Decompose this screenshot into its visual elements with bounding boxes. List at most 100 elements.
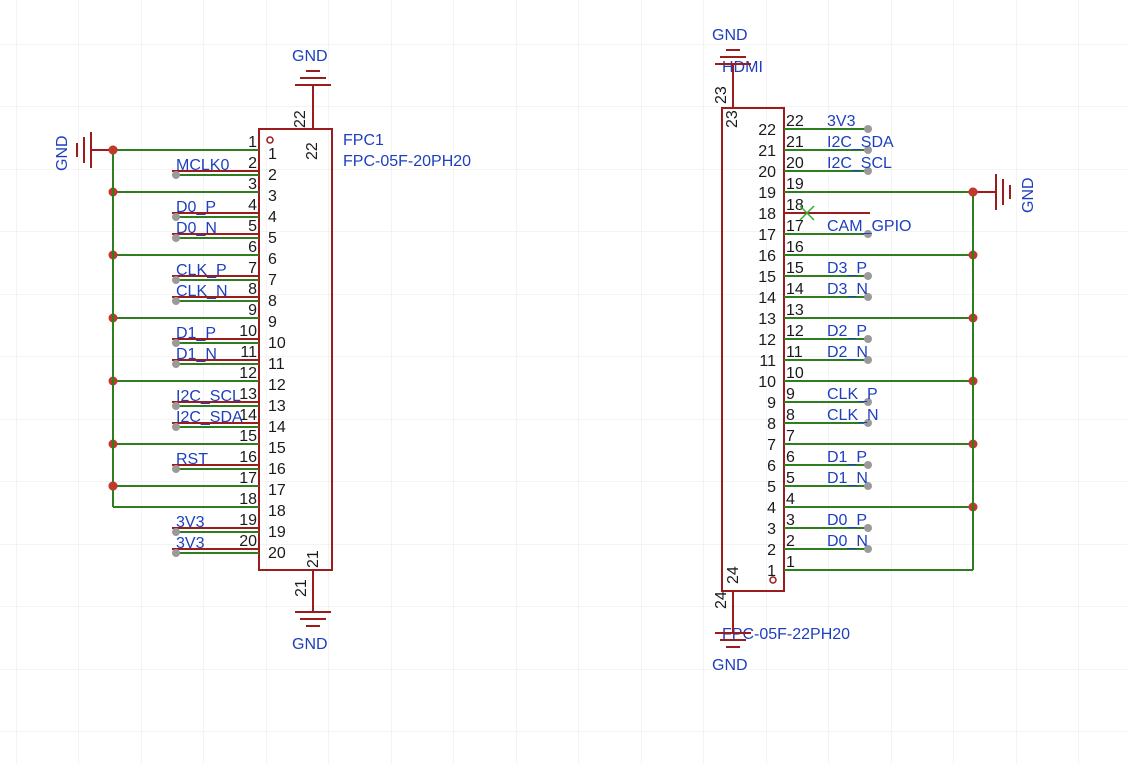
- net-label-stub: [864, 125, 872, 133]
- hdmi-pin-number-outer: 15: [786, 260, 804, 277]
- net-label: I2C_SCL: [827, 155, 892, 172]
- hdmi-pin-number-inner: 21: [758, 143, 776, 160]
- hdmi-pin-number-outer: 17: [786, 218, 804, 235]
- hdmi-top-gnd[interactable]: 23 23 GND: [712, 27, 751, 128]
- net-label-stub: [864, 230, 872, 238]
- hdmi-pin-number-inner: 13: [758, 311, 776, 328]
- net-label-stub: [864, 146, 872, 154]
- hdmi-pin-number-outer: 21: [786, 134, 804, 151]
- fpc1-pin-number-outer: 13: [239, 386, 257, 403]
- hdmi-pin-number-inner: 11: [759, 353, 776, 370]
- fpc1-pin21-inner-number: 21: [305, 550, 322, 568]
- fpc1-pin-number-inner: 7: [268, 272, 277, 289]
- fpc1-designator: FPC1: [343, 132, 384, 149]
- net-label: I2C_SDA: [176, 409, 243, 426]
- net-label-stub: [172, 360, 180, 368]
- hdmi-pin-number-outer: 6: [786, 449, 795, 466]
- hdmi-pin-number-inner: 6: [767, 458, 776, 475]
- fpc1-pin-number-outer: 1: [248, 134, 257, 151]
- hdmi-pin-number-inner: 12: [758, 332, 776, 349]
- fpc1-pin-number-outer: 14: [239, 407, 257, 424]
- net-label: CLK_P: [176, 262, 227, 279]
- gnd-label: GND: [292, 636, 328, 653]
- hdmi-pin-number-inner: 15: [758, 269, 776, 286]
- hdmi-pin24-inner-number: 24: [725, 566, 742, 584]
- hdmi-pin-number-inner: 10: [758, 374, 776, 391]
- net-label: D1_P: [176, 325, 216, 342]
- net-label: D0_N: [827, 533, 868, 550]
- fpc1-pin-number-inner: 20: [268, 545, 286, 562]
- net-label-stub: [172, 213, 180, 221]
- fpc1-pin-number-outer: 10: [239, 323, 257, 340]
- fpc1-pin-number-inner: 6: [268, 251, 277, 268]
- net-label-stub: [172, 528, 180, 536]
- net-label-stub: [864, 545, 872, 553]
- hdmi-pin-number-outer: 5: [786, 470, 795, 487]
- hdmi-pin-number-inner: 1: [767, 563, 776, 580]
- gnd-label: GND: [712, 657, 748, 674]
- hdmi-pin-number-inner: 5: [767, 479, 776, 496]
- hdmi-right-gnd[interactable]: GND: [973, 174, 1037, 213]
- net-label: D3_N: [827, 281, 868, 298]
- fpc1-pin-number-inner: 1: [268, 146, 277, 163]
- junction-dot: [108, 481, 118, 491]
- net-label-stub: [864, 419, 872, 427]
- fpc1-pin-number-inner: 11: [268, 356, 285, 373]
- fpc1-pin-number-inner: 10: [268, 335, 286, 352]
- fpc1-pin-number-inner: 15: [268, 440, 286, 457]
- fpc1-bottom-gnd[interactable]: 21 21 GND: [292, 550, 331, 653]
- junction-dot: [108, 145, 118, 155]
- fpc1-pin-number-inner: 4: [268, 209, 277, 226]
- net-label-stub: [172, 423, 180, 431]
- hdmi-pin-number-inner: 9: [767, 395, 776, 412]
- hdmi-pin-number-outer: 16: [786, 239, 804, 256]
- net-label: CAM_GPIO: [827, 218, 911, 235]
- hdmi-component[interactable]: HDMI FPC-05F-22PH20: [721, 59, 850, 643]
- hdmi-pin-number-outer: 8: [786, 407, 795, 424]
- hdmi-pin-number-outer: 10: [786, 365, 804, 382]
- hdmi-pin-number-outer: 4: [786, 491, 795, 508]
- hdmi-part-number: FPC-05F-22PH20: [722, 626, 850, 643]
- fpc1-pin-number-inner: 14: [268, 419, 286, 436]
- net-label: I2C_SCL: [176, 388, 241, 405]
- hdmi-pin23-outer-number: 23: [713, 86, 730, 104]
- fpc1-pin-number-outer: 5: [248, 218, 257, 235]
- hdmi-pin-number-outer: 14: [786, 281, 804, 298]
- fpc1-component[interactable]: FPC1 FPC-05F-20PH20: [258, 128, 471, 571]
- fpc1-pin-number-outer: 6: [248, 239, 257, 256]
- net-label-stub: [172, 465, 180, 473]
- net-label-stub: [864, 461, 872, 469]
- net-label: D1_P: [827, 449, 867, 466]
- hdmi-pin23-inner-number: 23: [724, 110, 741, 128]
- net-label-stub: [864, 167, 872, 175]
- net-label-stub: [172, 276, 180, 284]
- fpc1-left-gnd[interactable]: GND: [54, 132, 113, 171]
- hdmi-pin-number-outer: 19: [786, 176, 804, 193]
- hdmi-pin-number-outer: 2: [786, 533, 795, 550]
- gnd-label: GND: [54, 135, 71, 171]
- fpc1-pin-number-outer: 3: [248, 176, 257, 193]
- hdmi-bottom-gnd[interactable]: 24 24 GND: [712, 566, 751, 674]
- junction-dot: [968, 187, 978, 197]
- fpc1-pin-number-inner: 19: [268, 524, 286, 541]
- fpc1-pin-number-outer: 9: [248, 302, 257, 319]
- fpc1-pin-number-outer: 16: [239, 449, 257, 466]
- net-label-stub: [172, 339, 180, 347]
- net-label: D1_N: [176, 346, 217, 363]
- fpc1-top-gnd[interactable]: 22 22 GND: [292, 48, 331, 160]
- fpc1-part-number: FPC-05F-20PH20: [343, 153, 471, 170]
- net-label-stub: [864, 524, 872, 532]
- hdmi-pin-number-outer: 11: [786, 344, 803, 361]
- gnd-label: GND: [1020, 177, 1037, 213]
- hdmi-pin-number-inner: 19: [758, 185, 776, 202]
- net-label: D2_N: [827, 344, 868, 361]
- net-label: CLK_P: [827, 386, 878, 403]
- net-label-stub: [864, 293, 872, 301]
- fpc1-pin-number-outer: 19: [239, 512, 257, 529]
- net-label: D0_P: [176, 199, 216, 216]
- net-label: I2C_SDA: [827, 134, 894, 151]
- net-label: D0_P: [827, 512, 867, 529]
- hdmi-body: [721, 107, 785, 592]
- hdmi-pin-number-outer: 9: [786, 386, 795, 403]
